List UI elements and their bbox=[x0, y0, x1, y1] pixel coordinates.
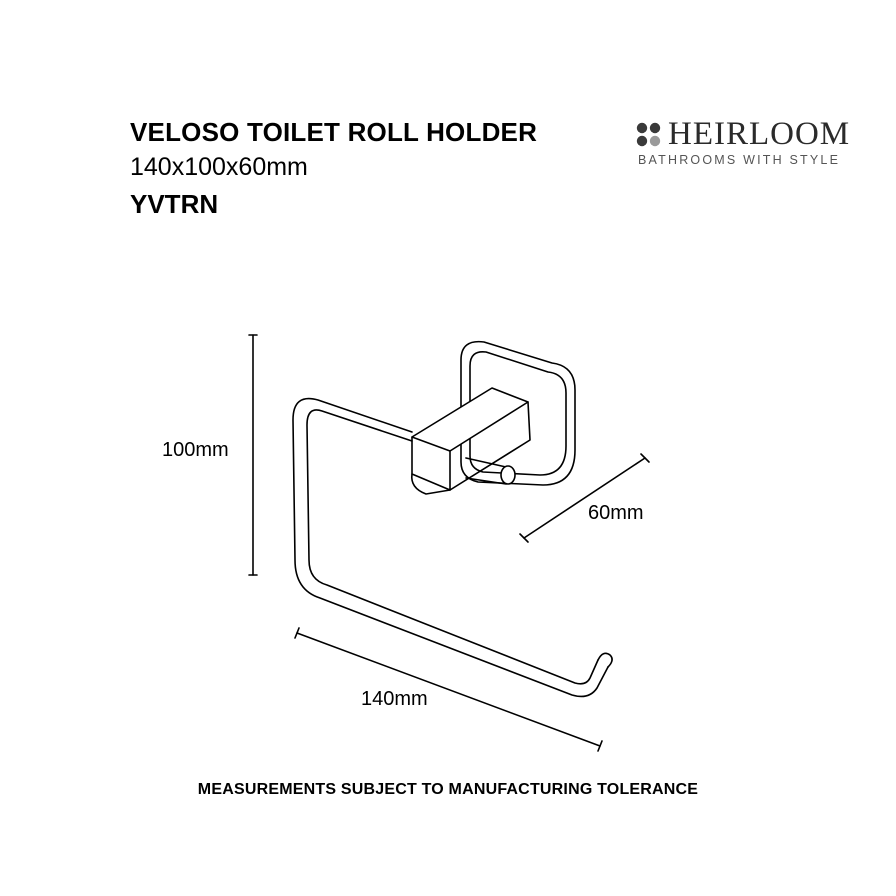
roll-bar bbox=[292, 397, 613, 698]
tolerance-note: MEASUREMENTS SUBJECT TO MANUFACTURING TO… bbox=[197, 781, 699, 798]
product-title: VELOSO TOILET ROLL HOLDER bbox=[130, 117, 538, 147]
brand-tagline: BATHROOMS WITH STYLE bbox=[638, 153, 841, 167]
brand-name: HEIRLOOM bbox=[668, 116, 851, 152]
brand-logo: HEIRLOOM BATHROOMS WITH STYLE bbox=[636, 116, 849, 170]
product-code: YVTRN bbox=[130, 189, 219, 219]
mounting-post bbox=[465, 457, 516, 485]
depth-label: 60mm bbox=[588, 502, 644, 524]
brand-mark-icon bbox=[636, 122, 661, 147]
height-dimension-line bbox=[248, 334, 258, 576]
height-label: 100mm bbox=[162, 439, 229, 461]
width-dimension-line bbox=[294, 627, 603, 752]
product-dimensions: 140x100x60mm bbox=[130, 153, 308, 181]
width-label: 140mm bbox=[361, 688, 428, 710]
arm-connector bbox=[410, 387, 531, 495]
depth-dimension-line bbox=[519, 453, 650, 543]
back-plate bbox=[460, 340, 576, 486]
